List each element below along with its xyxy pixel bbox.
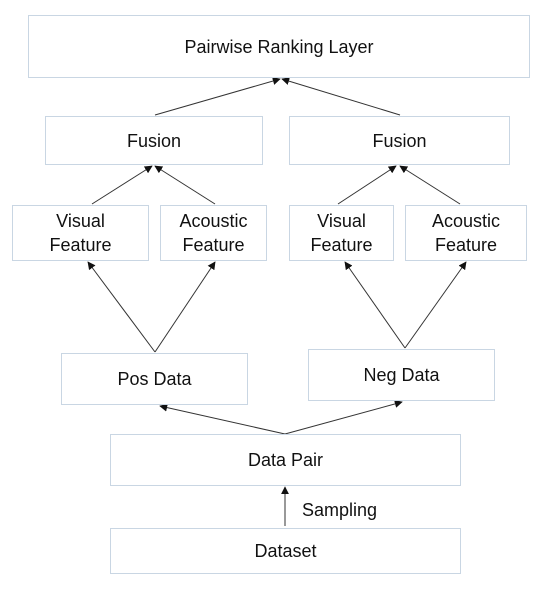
arrow-pos-data-to-acoustic-left (154, 261, 216, 353)
arrow-acoustic-left-to-fusion-left (154, 165, 216, 205)
arrow-neg-data-to-visual-right (344, 261, 406, 349)
visual-feature-right-label: Visual Feature (310, 211, 373, 255)
visual-feature-right-box: Visual Feature (289, 205, 394, 261)
arrow-neg-data-to-acoustic-right (404, 261, 467, 349)
arrow-data-pair-to-neg-data (284, 400, 403, 435)
data-pair-label: Data Pair (247, 450, 324, 470)
pos-data-label: Pos Data (117, 369, 192, 389)
acoustic-feature-right-box: Acoustic Feature (405, 205, 527, 261)
arrow-fusion-left-to-ranking (154, 77, 281, 116)
acoustic-feature-left-box: Acoustic Feature (160, 205, 267, 261)
visual-feature-left-box: Visual Feature (12, 205, 149, 261)
arrow-acoustic-right-to-fusion-right (399, 165, 461, 205)
pairwise-ranking-layer-label: Pairwise Ranking Layer (184, 36, 374, 57)
neg-data-box: Neg Data (308, 349, 495, 401)
pos-data-box: Pos Data (61, 353, 248, 405)
data-pair-box: Data Pair (110, 434, 461, 486)
arrow-fusion-right-to-ranking (281, 77, 401, 116)
arrow-pos-data-to-visual-left (87, 261, 156, 353)
arrow-data-pair-to-pos-data (159, 403, 286, 435)
neg-data-label: Neg Data (363, 365, 440, 385)
pairwise-ranking-layer-box: Pairwise Ranking Layer (28, 15, 530, 78)
arrow-visual-right-to-fusion-right (337, 165, 397, 205)
arrow-visual-left-to-fusion-left (91, 165, 153, 205)
dataset-label: Dataset (254, 541, 317, 561)
dataset-box: Dataset (110, 528, 461, 574)
fusion-right-label: Fusion (372, 130, 427, 151)
visual-feature-left-label: Visual Feature (49, 211, 112, 255)
fusion-right-box: Fusion (289, 116, 510, 165)
sampling-edge-label: Sampling (302, 500, 378, 520)
fusion-left-label: Fusion (126, 130, 182, 151)
acoustic-feature-right-label: Acoustic Feature (431, 211, 501, 255)
fusion-left-box: Fusion (45, 116, 263, 165)
acoustic-feature-left-label: Acoustic Feature (179, 211, 248, 255)
